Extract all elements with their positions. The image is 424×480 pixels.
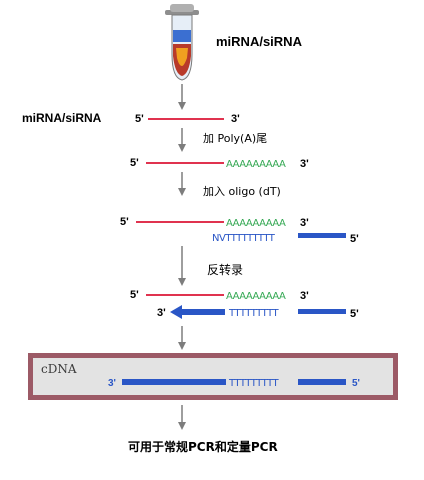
row4-five-prime: 5' (130, 289, 139, 301)
final-text: 可用于常规PCR和定量PCR (128, 439, 278, 454)
row3-primer-anchor (298, 233, 346, 238)
row4-primer-five-prime: 5' (350, 308, 359, 320)
row1-five-prime: 5' (135, 113, 144, 125)
cdna-panel (28, 353, 398, 400)
row3-oligo-primer: NVTTTTTTTTT (212, 233, 276, 244)
row3-primer-five-prime: 5' (350, 233, 359, 245)
row4-cdna-three-prime: 3' (157, 307, 166, 319)
row4-cdna-arrow (170, 305, 225, 319)
row2-five-prime: 5' (130, 157, 139, 169)
step-oligo-dt: 加入 oligo (dT) (203, 185, 281, 198)
tube-label: miRNA/siRNA (216, 34, 303, 49)
strand-label: miRNA/siRNA (22, 111, 102, 125)
row3-poly-a-tail: AAAAAAAAA (226, 218, 286, 229)
row4-t-run: TTTTTTTTT (228, 308, 279, 319)
down-arrow-2 (178, 128, 186, 152)
step-reverse-transcription: 反转录 (207, 262, 243, 277)
row2-three-prime: 3' (300, 158, 309, 170)
down-arrow-6 (178, 405, 186, 430)
step-poly-a: 加 Poly(A)尾 (203, 132, 267, 145)
row3-five-prime: 5' (120, 216, 129, 228)
cdna-strand-left (122, 379, 226, 385)
down-arrow-5 (178, 326, 186, 350)
cdna-three-prime: 3' (108, 378, 116, 389)
down-arrow-1 (178, 84, 186, 110)
cdna-strand-right (298, 379, 346, 385)
down-arrow-3 (178, 172, 186, 196)
test-tube-icon (165, 4, 199, 81)
row3-three-prime: 3' (300, 217, 309, 229)
row1-three-prime: 3' (231, 113, 240, 125)
down-arrow-4 (178, 246, 186, 286)
row4-primer-anchor (298, 309, 346, 314)
cdna-t-run: TTTTTTTTT (228, 378, 279, 389)
cdna-label: cDNA (41, 362, 77, 376)
row2-poly-a-tail: AAAAAAAAA (226, 159, 286, 170)
row4-three-prime: 3' (300, 290, 309, 302)
row4-poly-a-tail: AAAAAAAAA (226, 291, 286, 302)
cdna-five-prime: 5' (352, 378, 360, 389)
